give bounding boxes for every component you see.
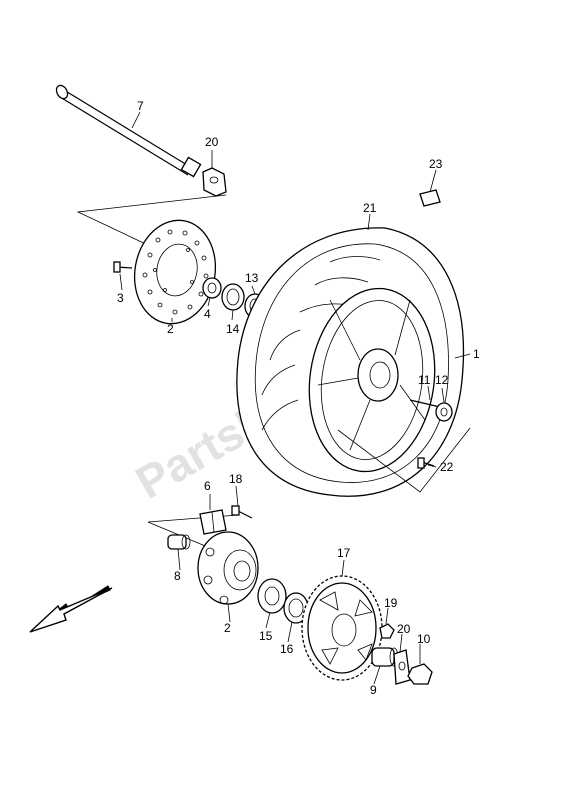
valve-clip xyxy=(419,189,441,207)
rear-wheel-rim xyxy=(308,287,436,473)
sprocket-nut xyxy=(379,623,395,639)
part-number-18: 18 xyxy=(229,472,243,486)
sprocket-hub xyxy=(197,531,259,605)
axle-nut xyxy=(407,663,433,685)
part-number-15: 15 xyxy=(259,629,273,643)
sprocket-bolt xyxy=(231,505,253,519)
part-number-2-disc: 2 xyxy=(167,322,174,336)
axle-spacer xyxy=(409,399,453,422)
part-number-1: 1 xyxy=(473,347,480,361)
part-number-3: 3 xyxy=(117,291,124,305)
part-number-2-hub: 2 xyxy=(224,621,231,635)
part-number-13: 13 xyxy=(245,271,259,285)
part-number-9: 9 xyxy=(370,683,377,697)
oil-seal xyxy=(221,283,245,311)
part-number-11: 11 xyxy=(418,373,431,387)
part-number-20-bottom: 20 xyxy=(397,622,411,636)
part-number-19: 19 xyxy=(384,596,398,610)
part-number-20-top: 20 xyxy=(205,135,219,149)
part-number-4: 4 xyxy=(204,307,211,321)
part-number-22: 22 xyxy=(440,460,454,474)
part-number-12: 12 xyxy=(435,373,449,387)
brake-disc xyxy=(133,219,217,325)
part-number-21: 21 xyxy=(363,201,377,215)
part-number-23: 23 xyxy=(429,157,443,171)
rear-axle xyxy=(55,84,202,178)
part-number-14: 14 xyxy=(226,322,240,336)
part-number-10: 10 xyxy=(417,632,431,646)
oil-seal-right xyxy=(283,592,309,624)
part-numbers: 7 20 23 21 13 3 4 2 14 1 11 12 22 18 6 1… xyxy=(117,99,480,697)
part-number-6: 6 xyxy=(204,479,211,493)
chain-adjuster-bottom xyxy=(393,649,411,685)
spacer xyxy=(202,277,222,299)
chain-adjuster-top xyxy=(202,167,227,197)
wheel-bolt xyxy=(417,457,435,469)
leader-lines xyxy=(119,111,471,685)
front-direction-arrow-icon xyxy=(29,585,113,633)
disc-bolt xyxy=(113,261,133,273)
rear-sprocket xyxy=(301,575,383,681)
bearing-right xyxy=(257,578,287,614)
hub-damper xyxy=(199,509,227,535)
cushion xyxy=(167,534,191,550)
part-number-16: 16 xyxy=(280,642,294,656)
part-number-17: 17 xyxy=(337,546,351,560)
part-number-8: 8 xyxy=(174,569,181,583)
part-number-7: 7 xyxy=(137,99,144,113)
